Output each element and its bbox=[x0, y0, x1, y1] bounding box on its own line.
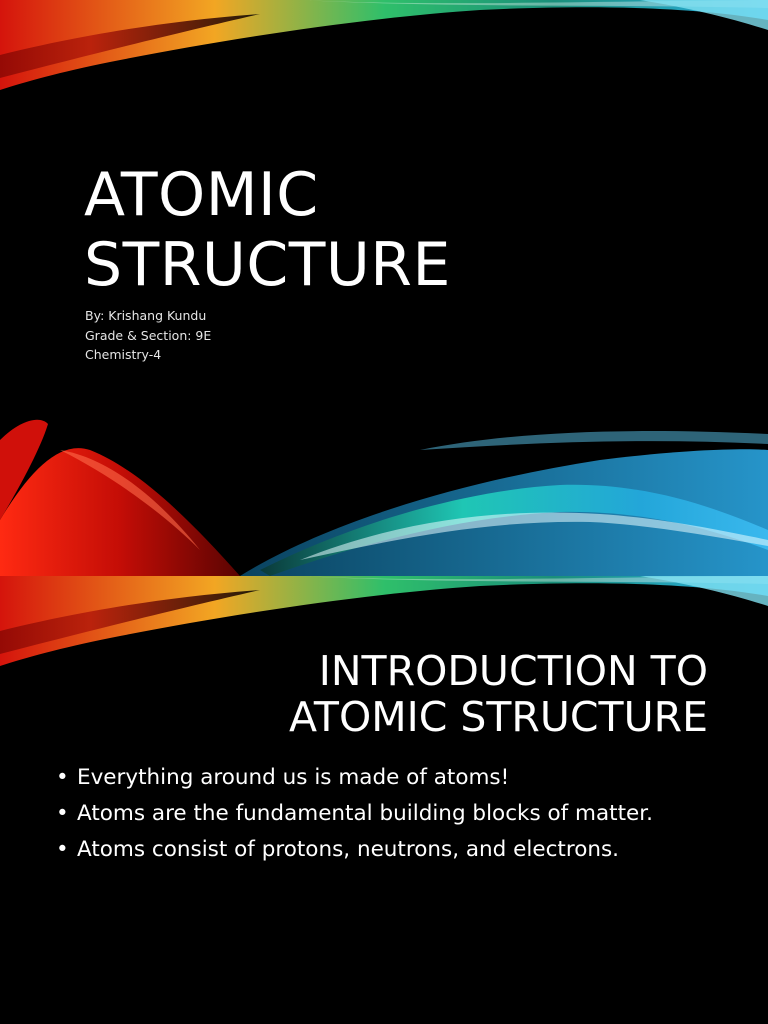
slide-title-line: Introduction to bbox=[318, 647, 708, 695]
slide-title-line: Atomic Structure bbox=[289, 693, 708, 741]
bullet-text: Everything around us is made of atoms! bbox=[77, 765, 510, 790]
bullet-item: • Atoms consist of protons, neutrons, an… bbox=[56, 832, 653, 868]
slide-title-line: Structure bbox=[84, 230, 451, 300]
slide-title: Introduction to Atomic Structure bbox=[289, 648, 708, 740]
bullet-text: Atoms consist of protons, neutrons, and … bbox=[77, 837, 620, 862]
course-line: Chemistry-4 bbox=[85, 347, 162, 362]
bullet-marker: • bbox=[56, 765, 69, 790]
bullet-item: • Atoms are the fundamental building blo… bbox=[56, 796, 653, 832]
bullet-marker: • bbox=[56, 801, 69, 826]
bullet-item: • Everything around us is made of atoms! bbox=[56, 760, 653, 796]
top-ribbon-decoration bbox=[0, 576, 768, 666]
slide-title: Atomic Structure bbox=[84, 160, 451, 300]
bullet-marker: • bbox=[56, 837, 69, 862]
slide-subtitle: By: Krishang Kundu Grade & Section: 9E C… bbox=[85, 306, 211, 365]
grade-section-line: Grade & Section: 9E bbox=[85, 327, 212, 343]
author-line: By: Krishang Kundu bbox=[85, 308, 207, 323]
content-slide: Introduction to Atomic Structure • Every… bbox=[0, 576, 768, 1024]
bottom-ribbon-decoration bbox=[0, 419, 768, 576]
top-ribbon-decoration bbox=[0, 0, 768, 90]
slide-title-line: Atomic bbox=[84, 160, 319, 230]
bullet-text: Atoms are the fundamental building block… bbox=[77, 801, 653, 826]
bullet-list: • Everything around us is made of atoms!… bbox=[56, 760, 653, 868]
title-slide: Atomic Structure By: Krishang Kundu Grad… bbox=[0, 0, 768, 576]
